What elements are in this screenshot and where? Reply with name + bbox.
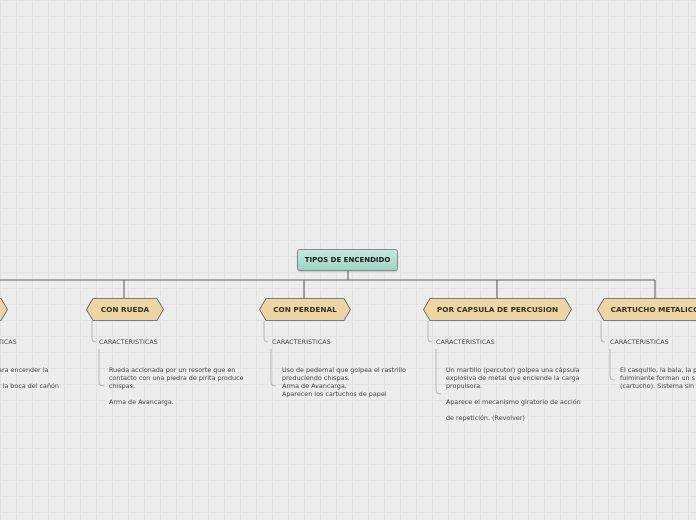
sub-link-cartucho [600,321,606,343]
sub-label-rueda[interactable]: CARACTERISTICAS [99,338,158,346]
branch-label: CON RUEDA [100,305,150,314]
desc-line: propulsora. [446,382,483,390]
desc-line: Arma de Avancarga. [282,382,347,390]
desc-line: Aparecen los cartuchos de papel [282,390,387,398]
root-node[interactable]: TIPOS DE ENCENDIDO [297,249,398,271]
desc-line: de repetición. (Revolver) [446,414,525,422]
desc-line: (cartucho). Sistema sin [620,382,695,390]
desc-line: fulminante forman un s [620,374,695,382]
desc-line: Aparece el mecanismo giratorio de acción [446,398,581,406]
desc-line: El casquillo, la bala, la p [620,366,696,374]
desc-line: Uso de pedernal que golpea el rastrillo [282,366,406,374]
desc-line: explosiva de metal que enciende la carga [446,374,580,382]
desc-capsula[interactable]: Un martillo (percutor) golpea una cápsul… [446,366,581,422]
branch-label: CARTUCHO METALICO [610,305,696,314]
sub-link-rueda [91,321,97,343]
desc-line: Arma de Avancarga. [109,398,174,406]
desc-line: produciendo chispas. [282,374,350,382]
desc-line [446,390,581,398]
branch-node-partial[interactable] [0,298,8,321]
desc-line: Rueda accionada por un resorte que en [109,366,236,374]
desc-line: para encender la [0,366,49,374]
desc-line: Un martillo (percutor) golpea una cápsul… [446,366,580,374]
desc-partial[interactable]: para encender la or la boca del cañón [0,366,59,390]
sub-label-cartucho[interactable]: CARACTERISTICAS [610,338,669,346]
branch-node-con-perdenal[interactable]: CON PERDENAL [259,298,351,321]
branch-shape [259,298,351,321]
desc-line [109,390,244,398]
desc-link-rueda [98,349,105,387]
desc-link-capsula [435,349,442,395]
branch-node-cartucho-metalico[interactable]: CARTUCHO METALICO [597,298,696,321]
desc-link-perdenal [270,349,277,387]
desc-cartucho[interactable]: El casquillo, la bala, la p fulminante f… [620,366,696,390]
sub-label-perdenal[interactable]: CARACTERISTICAS [272,338,331,346]
branch-node-capsula-percusion[interactable]: POR CAPSULA DE PERCUSION [423,298,572,321]
desc-line [0,374,59,382]
sub-label-capsula[interactable]: CARACTERISTICAS [436,338,495,346]
sub-label-partial[interactable]: CARACTERISTICAS [0,338,17,346]
desc-line: chispas. [109,382,136,390]
branch-shape [597,298,696,321]
branch-node-con-rueda[interactable]: CON RUEDA [86,298,164,321]
desc-line: contacto con una piedra de pirita produc… [109,374,244,382]
sub-link-perdenal [263,321,269,343]
desc-perdenal[interactable]: Uso de pedernal que golpea el rastrillo … [282,366,406,398]
desc-line [446,406,581,414]
desc-link-cartucho [609,349,616,381]
branch-label: CON PERDENAL [273,305,337,314]
branch-shape [0,298,8,321]
branch-shape [86,298,164,321]
sub-link-capsula [427,321,433,343]
branch-label: POR CAPSULA DE PERCUSION [436,305,559,314]
desc-line: or la boca del cañón [0,382,59,390]
root-label: TIPOS DE ENCENDIDO [304,256,391,264]
branch-shape [423,298,572,321]
desc-rueda[interactable]: Rueda accionada por un resorte que en co… [109,366,244,406]
